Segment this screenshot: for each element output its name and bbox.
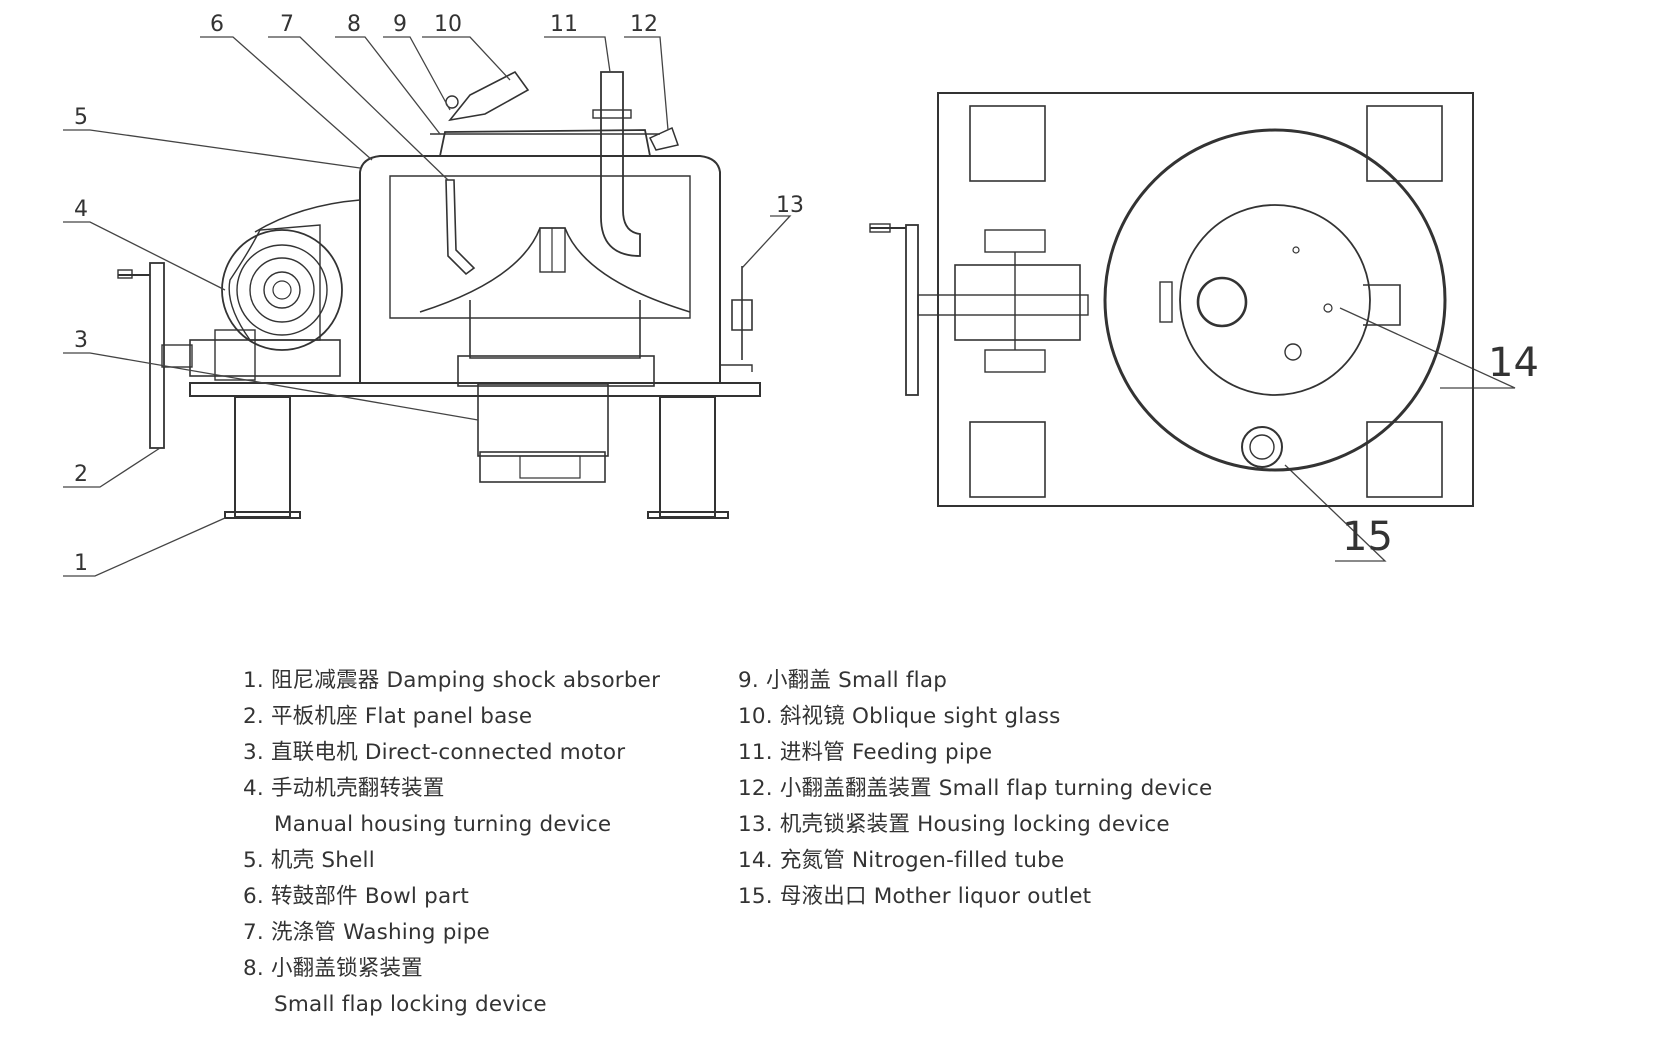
- housing-shell: [359, 155, 721, 383]
- damper-leg-left: [234, 396, 291, 518]
- legend-num: 8.: [243, 956, 264, 981]
- top-view-housing-circle: [1103, 128, 1447, 472]
- top-view-frame: [937, 92, 1474, 507]
- callout-4: 4: [74, 197, 88, 222]
- legend-left-column: 1. 阻尼减震器 Damping shock absorber 2. 平板机座 …: [243, 663, 660, 1023]
- callout-5: 5: [74, 105, 88, 130]
- legend-item-3: 3. 直联电机 Direct-connected motor: [243, 735, 660, 771]
- legend-item-11: 11. 进料管 Feeding pipe: [738, 735, 1212, 771]
- callout-9: 9: [393, 12, 407, 37]
- legend-en: Housing locking device: [917, 812, 1170, 837]
- callout-15: 15: [1342, 514, 1393, 560]
- top-view: [869, 92, 1474, 507]
- legend-num: 14.: [738, 848, 773, 873]
- legend-num: 15.: [738, 884, 773, 909]
- legend-en: Oblique sight glass: [852, 704, 1061, 729]
- legend-zh: 直联电机: [270, 740, 358, 765]
- callout-8: 8: [347, 12, 361, 37]
- callout-12: 12: [630, 12, 658, 37]
- legend-num: 5.: [243, 848, 264, 873]
- legend-num: 3.: [243, 740, 264, 765]
- legend-zh: 小翻盖翻盖装置: [779, 776, 932, 801]
- legend-num: 4.: [243, 776, 264, 801]
- legend-item-13: 13. 机壳锁紧装置 Housing locking device: [738, 807, 1212, 843]
- legend-num: 7.: [243, 920, 264, 945]
- motor-pulley: [221, 229, 343, 351]
- legend-zh: 洗涤管: [270, 920, 337, 945]
- damper-leg-right: [659, 396, 716, 518]
- legend-en: Mother liquor outlet: [873, 884, 1092, 909]
- legend-en: Washing pipe: [343, 920, 490, 945]
- legend-item-2: 2. 平板机座 Flat panel base: [243, 699, 660, 735]
- legend-num: 12.: [738, 776, 773, 801]
- legend-item-6: 6. 转鼓部件 Bowl part: [243, 879, 660, 915]
- legend-item-8: 8. 小翻盖锁紧装置: [243, 951, 660, 987]
- legend-item-5: 5. 机壳 Shell: [243, 843, 660, 879]
- legend-right-column: 9. 小翻盖 Small flap 10. 斜视镜 Oblique sight …: [738, 663, 1212, 915]
- legend-en: Feeding pipe: [852, 740, 993, 765]
- legend-zh: 平板机座: [270, 704, 358, 729]
- legend-en: Small flap turning device: [938, 776, 1213, 801]
- legend-en: Small flap locking device: [274, 992, 547, 1017]
- legend-item-14: 14. 充氮管 Nitrogen-filled tube: [738, 843, 1212, 879]
- legend-num: 13.: [738, 812, 773, 837]
- legend-en: Damping shock absorber: [386, 668, 661, 693]
- callout-2: 2: [74, 462, 88, 487]
- legend-zh: 充氮管: [779, 848, 845, 873]
- legend-zh: 机壳锁紧装置: [779, 812, 911, 837]
- legend-zh: 母液出口: [779, 884, 867, 909]
- legend-en: Flat panel base: [364, 704, 533, 729]
- callout-6: 6: [210, 12, 224, 37]
- legend-zh: 斜视镜: [779, 704, 845, 729]
- legend-zh: 进料管: [779, 740, 845, 765]
- callout-leaders: [63, 36, 1516, 577]
- callout-11: 11: [550, 12, 578, 37]
- callout-10: 10: [434, 12, 462, 37]
- legend-item-8-sub: Small flap locking device: [243, 987, 660, 1023]
- legend-zh: 小翻盖: [765, 668, 832, 693]
- legend-item-12: 12. 小翻盖翻盖装置 Small flap turning device: [738, 771, 1212, 807]
- legend-en: Small flap: [838, 668, 948, 693]
- legend-num: 2.: [243, 704, 264, 729]
- motor-housing: [228, 224, 321, 341]
- legend-num: 1.: [243, 668, 264, 693]
- legend-item-9: 9. 小翻盖 Small flap: [738, 663, 1212, 699]
- callout-13: 13: [776, 193, 804, 218]
- legend-zh: 手动机壳翻转装置: [270, 776, 445, 801]
- legend-item-15: 15. 母液出口 Mother liquor outlet: [738, 879, 1212, 915]
- legend-zh: 小翻盖锁紧装置: [270, 956, 423, 981]
- legend-en: Shell: [321, 848, 375, 873]
- feeding-pipe: [600, 71, 641, 257]
- legend-zh: 转鼓部件: [270, 884, 358, 909]
- legend-item-1: 1. 阻尼减震器 Damping shock absorber: [243, 663, 660, 699]
- legend-en: Nitrogen-filled tube: [852, 848, 1065, 873]
- legend-num: 11.: [738, 740, 773, 765]
- side-view: [117, 70, 761, 519]
- bowl-cone: [419, 227, 691, 313]
- legend-item-4: 4. 手动机壳翻转装置: [243, 771, 660, 807]
- callout-7: 7: [280, 12, 294, 37]
- legend-en: Direct-connected motor: [364, 740, 626, 765]
- callout-1: 1: [74, 551, 88, 576]
- legend-item-10: 10. 斜视镜 Oblique sight glass: [738, 699, 1212, 735]
- callout-labels: 1 2 3 4 5 6 7 8 9 10 11 12 13 14 15: [74, 12, 1539, 576]
- legend-num: 10.: [738, 704, 773, 729]
- legend-en: Manual housing turning device: [274, 812, 612, 837]
- legend-zh: 阻尼减震器: [270, 668, 380, 693]
- legend-zh: 机壳: [270, 848, 315, 873]
- legend-num: 9.: [738, 668, 759, 693]
- callout-3: 3: [74, 328, 88, 353]
- callout-14: 14: [1488, 340, 1539, 386]
- legend-item-4-sub: Manual housing turning device: [243, 807, 660, 843]
- centrifuge-technical-drawing: 1 2 3 4 5 6 7 8 9 10 11 12 13 14 15: [63, 12, 1539, 577]
- base-plate: [189, 382, 761, 397]
- legend-num: 6.: [243, 884, 264, 909]
- legend-item-7: 7. 洗涤管 Washing pipe: [243, 915, 660, 951]
- mother-liquor-outlet: [1241, 426, 1283, 468]
- legend-en: Bowl part: [364, 884, 470, 909]
